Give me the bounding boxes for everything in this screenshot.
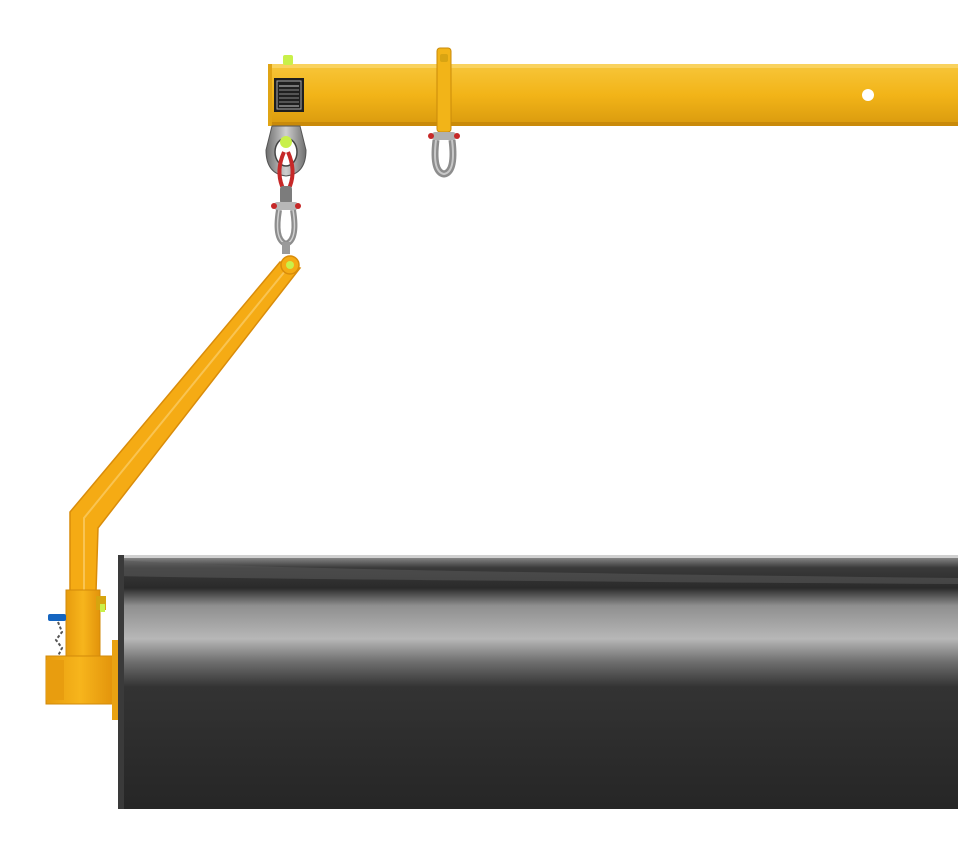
spreader-beam [268, 64, 958, 126]
safety-chain [48, 614, 66, 657]
beam-clamp-band [436, 47, 452, 133]
clamp-jaw [45, 589, 120, 720]
top-pin [283, 55, 293, 65]
pipe [118, 555, 958, 809]
rating-plate [274, 78, 304, 112]
arm-shackle [274, 209, 298, 254]
centre-shackle [428, 132, 460, 178]
lifting-arm [69, 255, 302, 593]
swivel-eye [265, 125, 307, 177]
beam-hole [862, 89, 874, 101]
red-link [271, 151, 301, 210]
